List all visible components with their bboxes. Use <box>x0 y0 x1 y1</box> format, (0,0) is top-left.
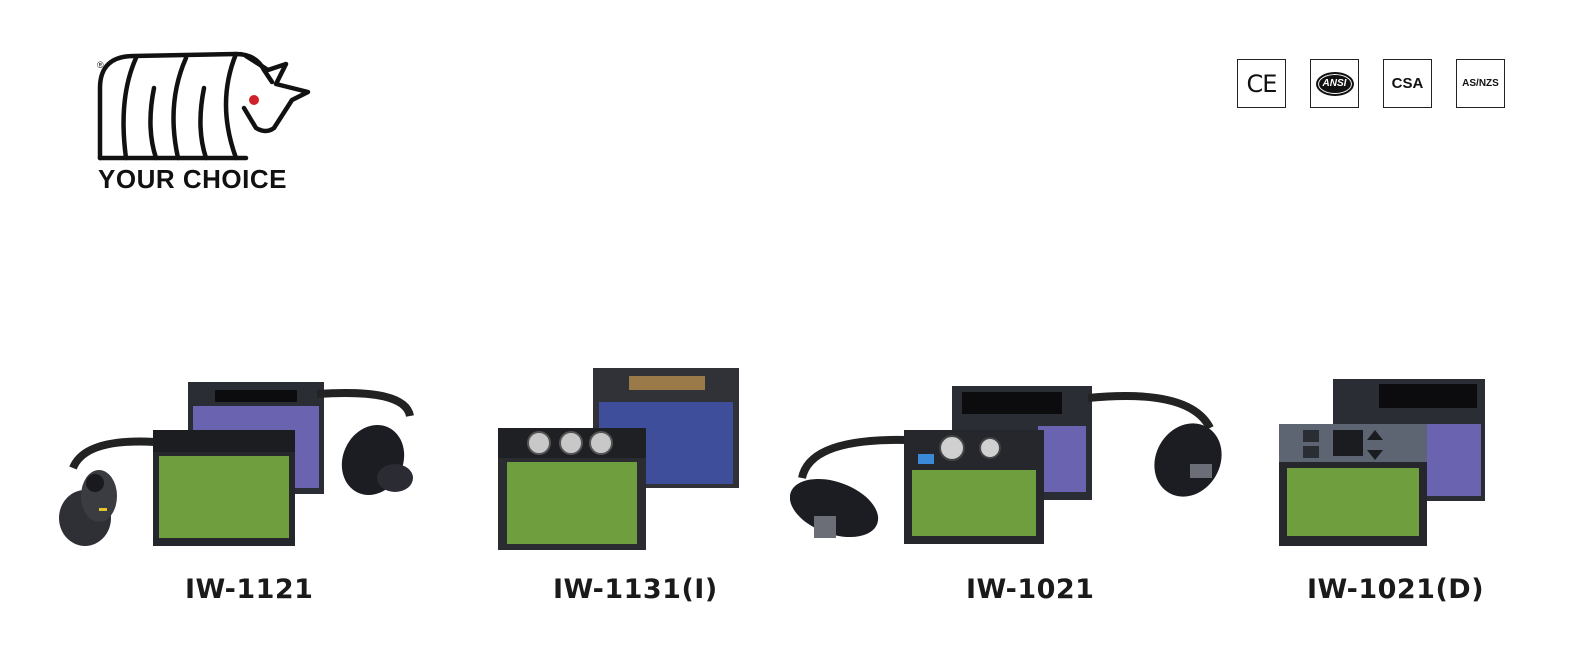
product-iw-1131-i[interactable]: IW-1131(I) <box>495 368 745 618</box>
welding-filter-with-headphones-image <box>790 386 1222 544</box>
product-iw-1021[interactable]: IW-1021 <box>790 368 1230 618</box>
registered-mark: ® <box>97 60 104 70</box>
product-iw-1021-d[interactable]: IW-1021(D) <box>1275 368 1495 618</box>
ansi-mark-icon: ANSI <box>1310 59 1359 108</box>
brand-logo: ® YOUR CHOICE <box>96 48 316 198</box>
welding-filter-with-knobs-image <box>498 368 739 550</box>
cert-label-ansi: ANSI <box>1322 78 1347 89</box>
as-nzs-mark-icon: AS/NZS <box>1456 59 1505 108</box>
csa-mark-icon: CSA <box>1383 59 1432 108</box>
product-iw-1121[interactable]: IW-1121 <box>55 368 435 618</box>
product-model: IW-1131(I) <box>553 574 718 605</box>
certification-badges: CE ANSI CSA AS/NZS <box>1237 59 1505 108</box>
brand-tagline: YOUR CHOICE <box>98 164 287 194</box>
rhino-eye <box>249 95 259 105</box>
cert-label-ce: CE <box>1246 69 1278 98</box>
ce-mark-icon: CE <box>1237 59 1286 108</box>
cert-label-csa: CSA <box>1391 75 1424 92</box>
product-model: IW-1021 <box>966 574 1095 605</box>
welding-filter-with-remote-image <box>59 382 414 546</box>
rhino-icon <box>97 51 311 161</box>
product-model: IW-1121 <box>185 574 314 605</box>
product-model: IW-1021(D) <box>1307 574 1485 605</box>
welding-filter-digital-image <box>1279 379 1485 546</box>
cert-label-as-nzs: AS/NZS <box>1462 78 1499 89</box>
